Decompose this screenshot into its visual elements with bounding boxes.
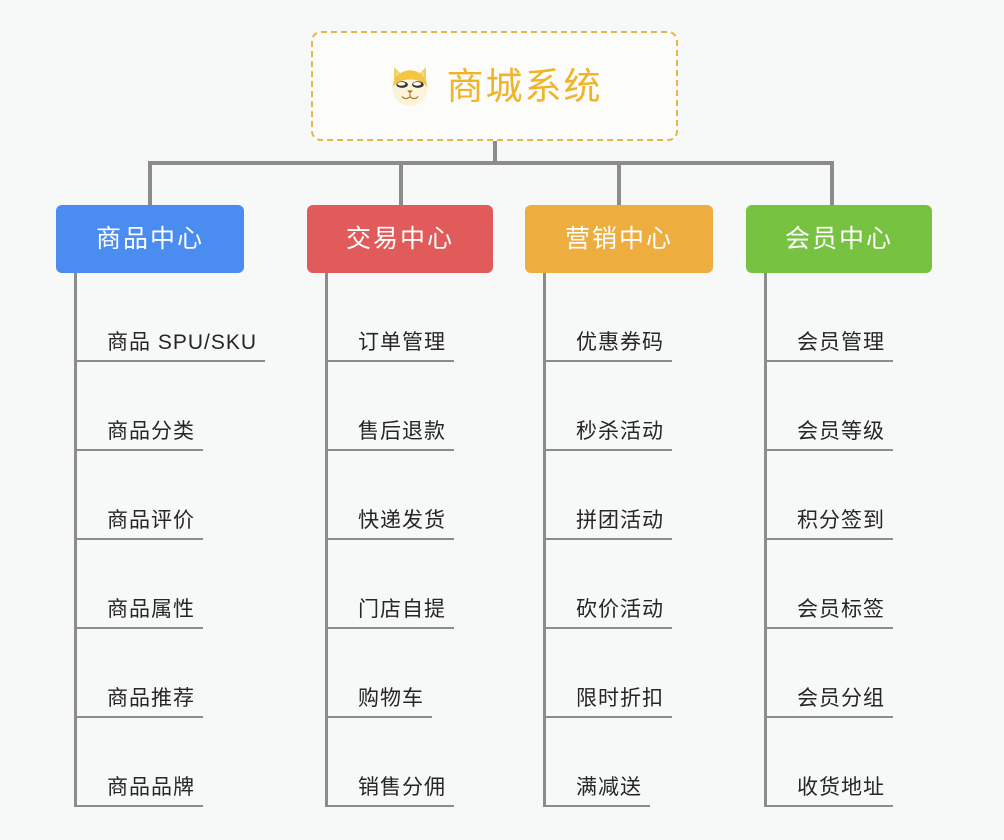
leaf-underline [767,360,893,362]
root-node[interactable]: 商城系统 [311,31,678,141]
category-header-label: 商品中心 [95,224,204,253]
leaf-label: 积分签到 [797,509,885,532]
category-header-1[interactable]: 商品中心 [56,205,244,273]
leaf-label: 商品属性 [107,598,195,621]
leaf-label: 限时折扣 [576,687,664,710]
leaf-label: 商品分类 [107,420,195,443]
leaf-underline [767,627,893,629]
leaf-label: 购物车 [358,687,424,710]
leaf-item[interactable]: 商品属性 [77,540,244,629]
leaf-underline [328,449,454,451]
leaf-label: 满减送 [576,776,642,799]
leaf-label: 商品推荐 [107,687,195,710]
leaf-item[interactable]: 商品评价 [77,451,244,540]
leaf-underline [77,360,265,362]
leaf-underline [77,449,203,451]
category-header-2[interactable]: 交易中心 [307,205,493,273]
leaf-item[interactable]: 会员等级 [767,362,932,451]
category-header-label: 会员中心 [784,224,893,253]
leaf-item[interactable]: 拼团活动 [546,451,713,540]
leaf-item[interactable]: 订单管理 [328,273,493,362]
leaf-list-4: 会员管理 会员等级 积分签到 会员标签 会员分组 收货地址 [764,273,932,807]
leaf-underline [546,538,672,540]
connector-drop-1 [148,161,152,207]
leaf-label: 商品评价 [107,509,195,532]
root-title: 商城系统 [446,65,603,107]
leaf-label: 门店自提 [358,598,446,621]
leaf-label: 订单管理 [358,331,446,354]
leaf-label: 秒杀活动 [576,420,664,443]
leaf-label: 快递发货 [358,509,446,532]
category-header-label: 营销中心 [564,224,673,253]
leaf-item[interactable]: 商品推荐 [77,629,244,718]
category-header-label: 交易中心 [345,224,454,253]
leaf-list-3: 优惠券码 秒杀活动 拼团活动 砍价活动 限时折扣 满减送 [543,273,713,807]
connector-drop-4 [830,161,834,207]
leaf-label: 销售分佣 [358,776,446,799]
leaf-underline [328,627,454,629]
leaf-item[interactable]: 会员分组 [767,629,932,718]
leaf-label: 拼团活动 [576,509,664,532]
leaf-underline [767,805,893,807]
leaf-underline [546,449,672,451]
connector-drop-2 [399,161,403,207]
leaf-underline [77,805,203,807]
leaf-underline [767,538,893,540]
leaf-underline [767,716,893,718]
leaf-label: 会员管理 [797,331,885,354]
leaf-item[interactable]: 商品 SPU/SKU [77,273,256,362]
connector-horizontal-bar [148,161,834,165]
leaf-item[interactable]: 快递发货 [328,451,493,540]
leaf-item[interactable]: 限时折扣 [546,629,713,718]
leaf-list-2: 订单管理 售后退款 快递发货 门店自提 购物车 销售分佣 [325,273,493,807]
shiba-dog-icon [392,67,427,107]
leaf-underline [546,627,672,629]
leaf-underline [546,805,650,807]
leaf-item[interactable]: 优惠券码 [546,273,713,362]
leaf-label: 商品品牌 [107,776,195,799]
leaf-item[interactable]: 会员标签 [767,540,932,629]
leaf-underline [767,449,893,451]
category-header-3[interactable]: 营销中心 [525,205,713,273]
leaf-label: 优惠券码 [576,331,664,354]
leaf-underline [77,716,203,718]
leaf-item[interactable]: 积分签到 [767,451,932,540]
leaf-label: 砍价活动 [576,598,664,621]
leaf-underline [328,716,432,718]
leaf-underline [328,360,454,362]
leaf-label: 会员标签 [797,598,885,621]
leaf-label: 收货地址 [797,776,885,799]
leaf-label: 商品 SPU/SKU [107,331,258,354]
connector-root-stem [493,141,497,163]
leaf-item[interactable]: 满减送 [546,718,713,807]
leaf-underline [546,716,672,718]
leaf-underline [328,538,454,540]
leaf-item[interactable]: 门店自提 [328,540,493,629]
leaf-item[interactable]: 收货地址 [767,718,932,807]
leaf-underline [546,360,672,362]
leaf-item[interactable]: 会员管理 [767,273,932,362]
leaf-item[interactable]: 购物车 [328,629,493,718]
leaf-underline [77,627,203,629]
branch-column-2: 交易中心 订单管理 售后退款 快递发货 门店自提 购物车 销售分佣 [307,205,493,807]
branch-column-1: 商品中心 商品 SPU/SKU 商品分类 商品评价 商品属性 商品推荐 商品品牌 [56,205,265,807]
leaf-label: 售后退款 [358,420,446,443]
leaf-item[interactable]: 商品分类 [77,362,244,451]
leaf-item[interactable]: 秒杀活动 [546,362,713,451]
leaf-item[interactable]: 售后退款 [328,362,493,451]
leaf-label: 会员等级 [797,420,885,443]
branch-column-3: 营销中心 优惠券码 秒杀活动 拼团活动 砍价活动 限时折扣 满减送 [525,205,713,807]
leaf-list-1: 商品 SPU/SKU 商品分类 商品评价 商品属性 商品推荐 商品品牌 [74,273,265,807]
connector-drop-3 [617,161,621,207]
leaf-item[interactable]: 商品品牌 [77,718,244,807]
leaf-label: 会员分组 [797,687,885,710]
branch-column-4: 会员中心 会员管理 会员等级 积分签到 会员标签 会员分组 收货地址 [746,205,932,807]
leaf-underline [328,805,454,807]
leaf-item[interactable]: 销售分佣 [328,718,493,807]
leaf-underline [77,538,203,540]
category-header-4[interactable]: 会员中心 [746,205,932,273]
leaf-item[interactable]: 砍价活动 [546,540,713,629]
